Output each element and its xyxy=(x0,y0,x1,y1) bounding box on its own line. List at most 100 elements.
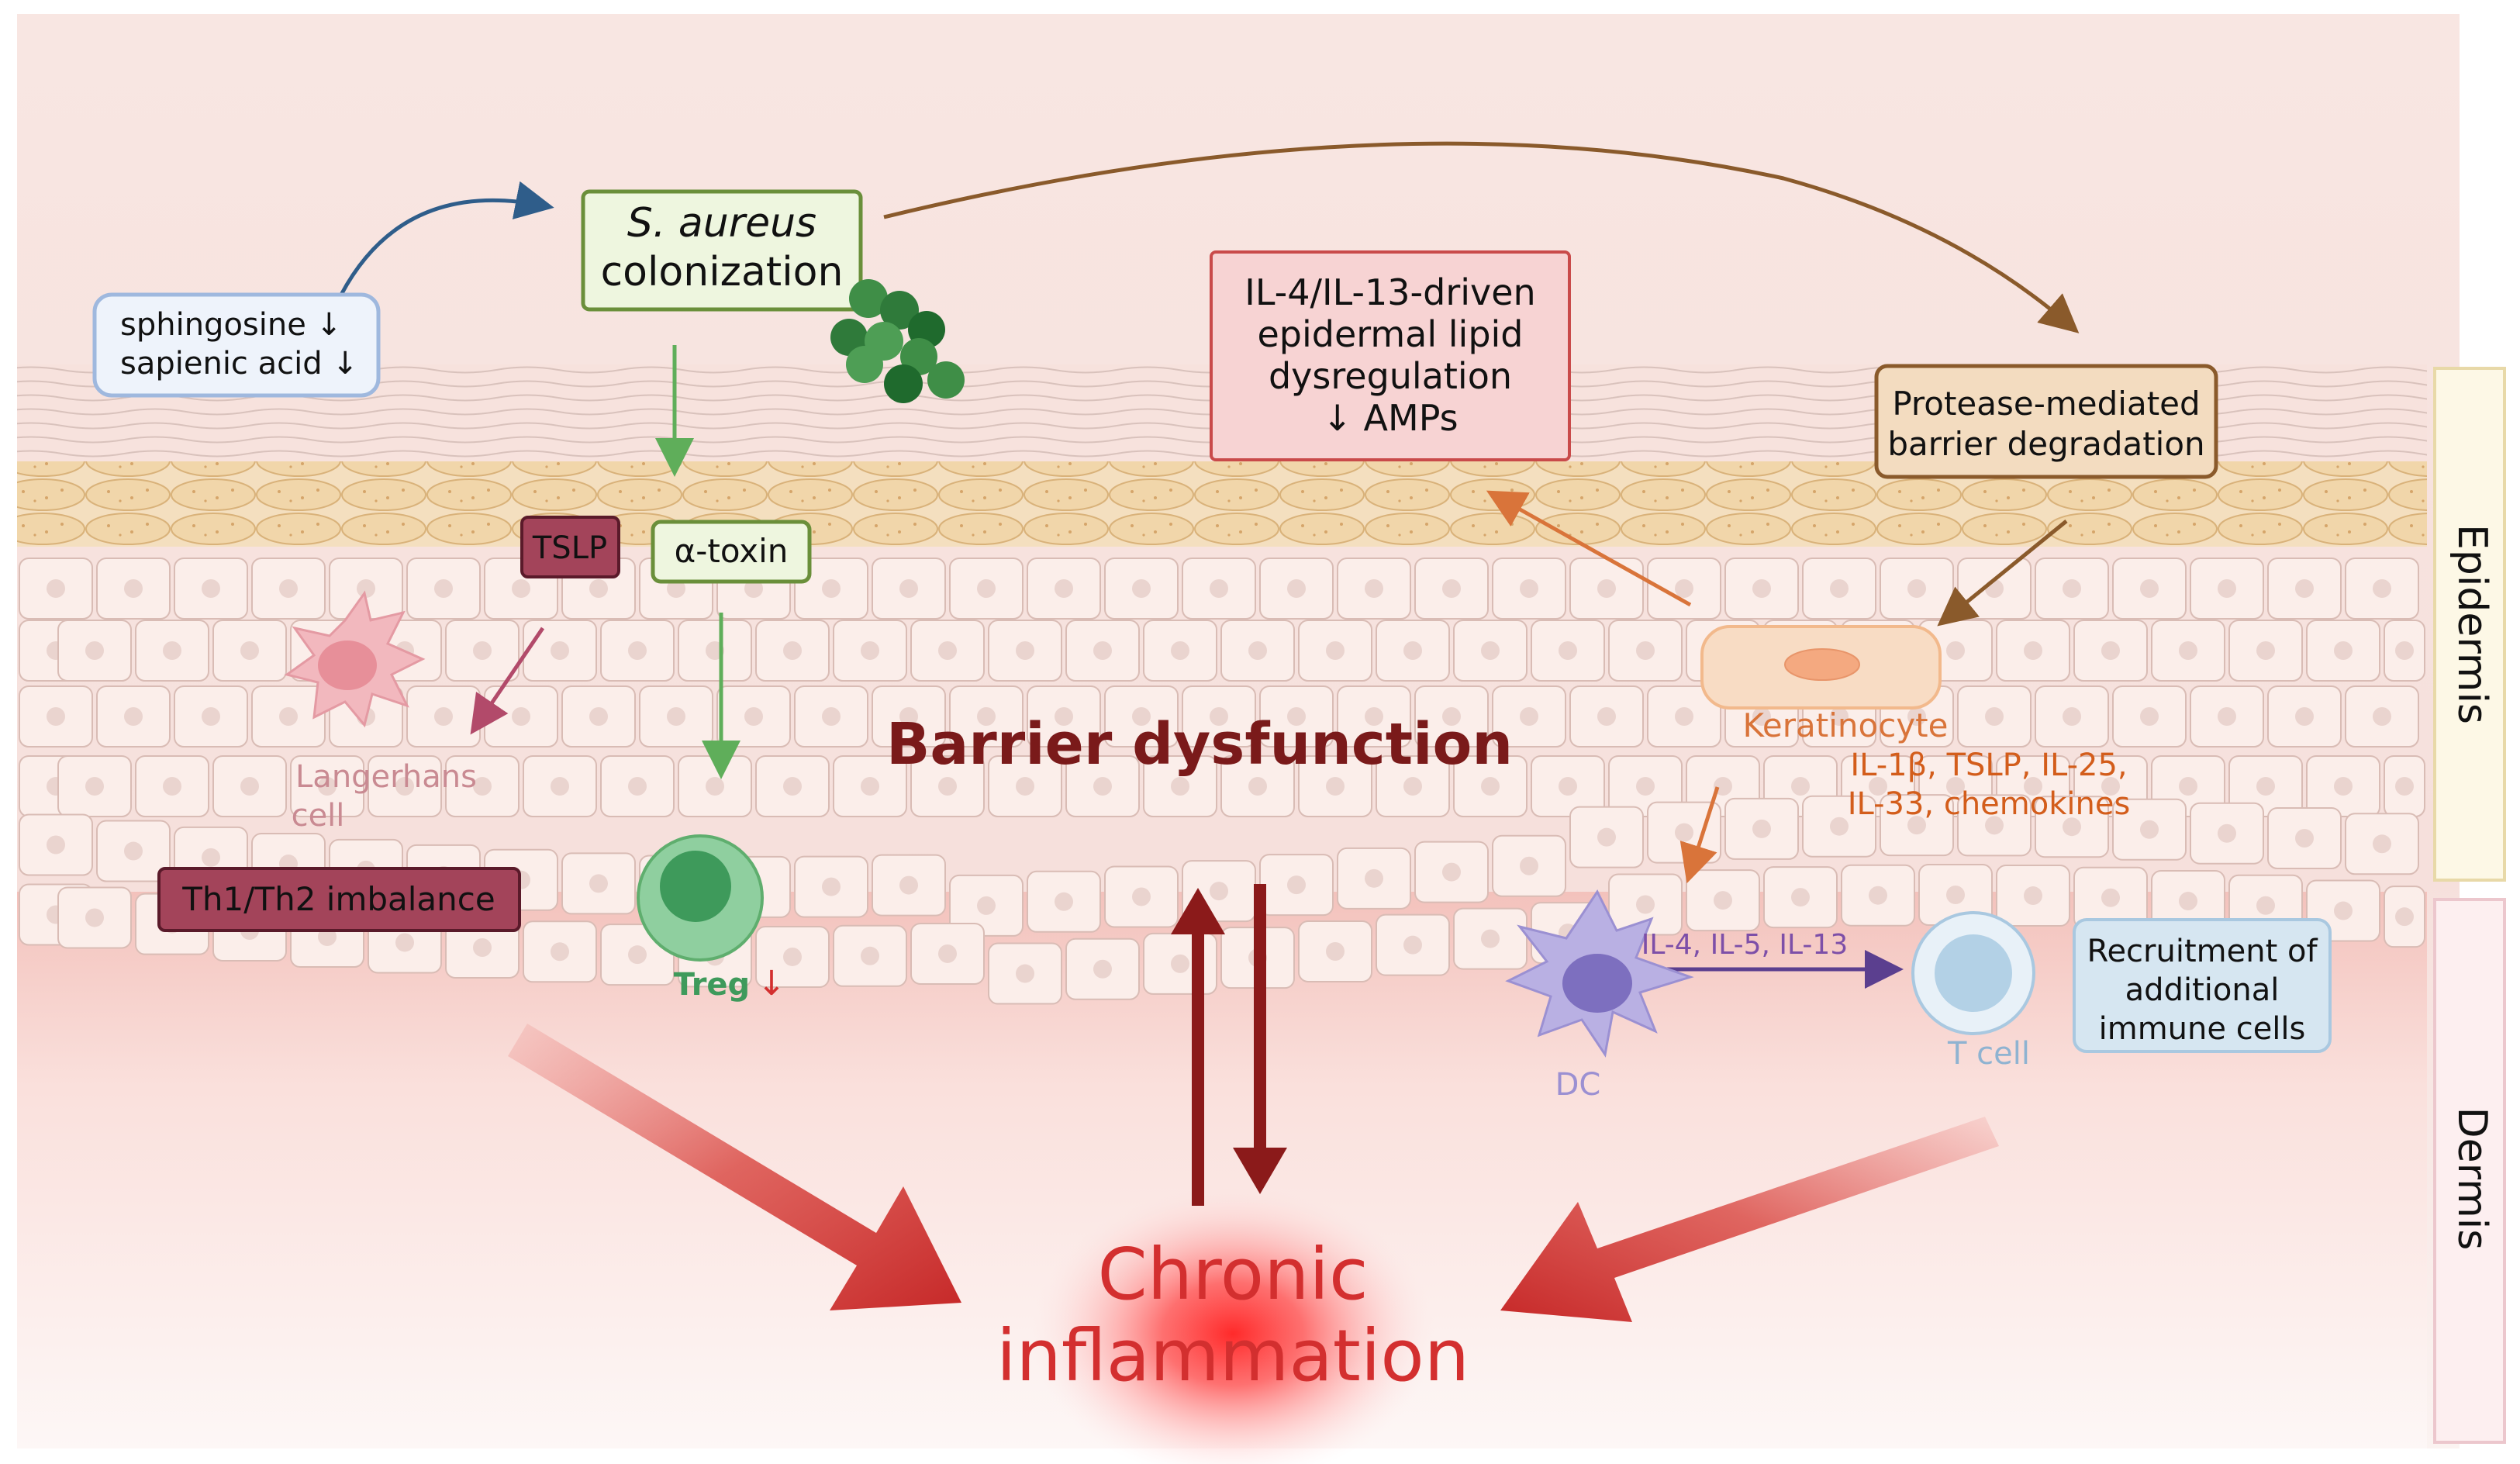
cell-nucleus xyxy=(395,933,414,952)
cell-nucleus xyxy=(1791,888,1810,907)
cell-nucleus xyxy=(1869,886,1887,905)
cell-nucleus xyxy=(1442,707,1461,726)
lipid-deficiency-box xyxy=(92,292,381,398)
cell-nucleus xyxy=(1714,891,1732,910)
cell-nucleus xyxy=(1985,816,2004,835)
epidermis-label: Epidermis xyxy=(2449,524,2495,724)
cell-nucleus xyxy=(1791,777,1810,796)
cell-nucleus xyxy=(85,908,104,927)
protease-box xyxy=(1874,364,2218,479)
saureus-label-line1: S. aureus xyxy=(627,200,816,247)
cell-nucleus xyxy=(1636,777,1655,796)
recruit-line3: immune cells xyxy=(2099,1011,2306,1047)
lipid-line1: IL-4/IL-13-driven xyxy=(1244,271,1535,313)
cell-nucleus xyxy=(1248,777,1267,796)
cell-nucleus xyxy=(589,579,608,598)
cell-nucleus xyxy=(1210,707,1228,726)
cell-nucleus xyxy=(1481,777,1500,796)
cell-nucleus xyxy=(1636,895,1655,914)
cell-nucleus xyxy=(1326,941,1345,961)
cell-nucleus xyxy=(2373,834,2391,854)
cell-nucleus xyxy=(47,707,65,726)
up-arrow-head xyxy=(1171,888,1225,934)
cell-nucleus xyxy=(1907,707,1926,726)
cell-nucleus xyxy=(1287,875,1306,895)
cell-nucleus xyxy=(1132,707,1151,726)
cell-nucleus xyxy=(822,877,841,896)
cell-nucleus xyxy=(2256,777,2275,796)
cell-nucleus xyxy=(861,641,879,660)
cell-nucleus xyxy=(2140,707,2159,726)
right-inflammation-arrow xyxy=(1500,1117,1999,1322)
cell-nucleus xyxy=(2218,824,2236,843)
lipid-dysregulation-box xyxy=(1210,250,1571,461)
cell-nucleus xyxy=(2063,817,2081,837)
tcell-label: T cell xyxy=(1947,1036,2030,1072)
cell-nucleus xyxy=(628,777,647,796)
cell-nucleus xyxy=(1907,579,1926,598)
cell-nucleus xyxy=(1597,707,1616,726)
cell-nucleus xyxy=(1326,641,1345,660)
cell-nucleus xyxy=(1675,707,1693,726)
cell-nucleus xyxy=(2101,777,2120,796)
keratinocyte-label: Keratinocyte xyxy=(1742,706,1948,744)
cell-nucleus xyxy=(938,944,957,963)
cell-nucleus xyxy=(240,641,259,660)
dc-label: DC xyxy=(1555,1067,1601,1103)
cell-nucleus xyxy=(1752,579,1771,598)
cell-nucleus xyxy=(473,777,492,796)
cell-nucleus xyxy=(2140,820,2159,839)
langerhans-label-line1: Langerhans xyxy=(295,759,477,795)
tslp-to-langerhans-arrow xyxy=(470,627,545,735)
cell-nucleus xyxy=(551,777,569,796)
cell-nucleus xyxy=(1752,707,1771,726)
treg-label: Treg xyxy=(674,967,750,1003)
cell-nucleus xyxy=(357,579,375,598)
keratinocyte-to-dc-arrow xyxy=(1679,786,1720,884)
cell-nucleus xyxy=(1752,819,1771,838)
cell-nucleus xyxy=(2024,886,2042,906)
cell-nucleus xyxy=(1093,777,1112,796)
cell-nucleus xyxy=(279,707,298,726)
lipid-line3: dysregulation xyxy=(1269,355,1512,397)
cell-nucleus xyxy=(2334,641,2353,660)
cell-nucleus xyxy=(85,777,104,796)
cell-nucleus xyxy=(783,947,802,966)
protease-to-keratinocyte-arrow xyxy=(1937,520,2068,627)
cell-nucleus xyxy=(279,579,298,598)
treg-cell-icon xyxy=(637,834,764,962)
cell-nucleus xyxy=(47,579,65,598)
cell-nucleus xyxy=(2063,579,2081,598)
cell-nucleus xyxy=(551,942,569,962)
cell-nucleus xyxy=(124,841,143,861)
sphingosine-label: sphingosine ↓ xyxy=(120,307,342,343)
cell-nucleus xyxy=(1597,827,1616,847)
cell-nucleus xyxy=(1287,707,1306,726)
cell-nucleus xyxy=(1132,579,1151,598)
th-imbalance-label: Th1/Th2 imbalance xyxy=(181,880,495,918)
cell-nucleus xyxy=(1248,641,1267,660)
cell-nucleus xyxy=(1946,777,1965,796)
alpha-toxin-box xyxy=(651,520,812,584)
cell-nucleus xyxy=(1675,579,1693,598)
cell-nucleus xyxy=(1442,579,1461,598)
chronic-line2: inflammation xyxy=(996,1314,1469,1397)
cell-nucleus xyxy=(2395,907,2414,927)
cell-nucleus xyxy=(1403,777,1422,796)
treg-down-arrow: ↓ xyxy=(758,964,786,1003)
cell-nucleus xyxy=(1365,707,1383,726)
cell-nucleus xyxy=(124,707,143,726)
cell-nucleus xyxy=(1520,856,1538,875)
lipid-to-saureus-arrow xyxy=(339,181,554,296)
cell-nucleus xyxy=(1830,579,1849,598)
tslp-label: TSLP xyxy=(532,530,607,566)
cell-nucleus xyxy=(1442,862,1461,882)
cell-nucleus xyxy=(899,579,918,598)
cell-nucleus xyxy=(2179,777,2197,796)
left-inflammation-arrow xyxy=(508,1024,961,1310)
cell-nucleus xyxy=(551,641,569,660)
cell-nucleus xyxy=(163,641,181,660)
cell-nucleus xyxy=(2373,707,2391,726)
cell-nucleus xyxy=(2024,777,2042,796)
langerhans-cell-icon xyxy=(284,590,426,728)
